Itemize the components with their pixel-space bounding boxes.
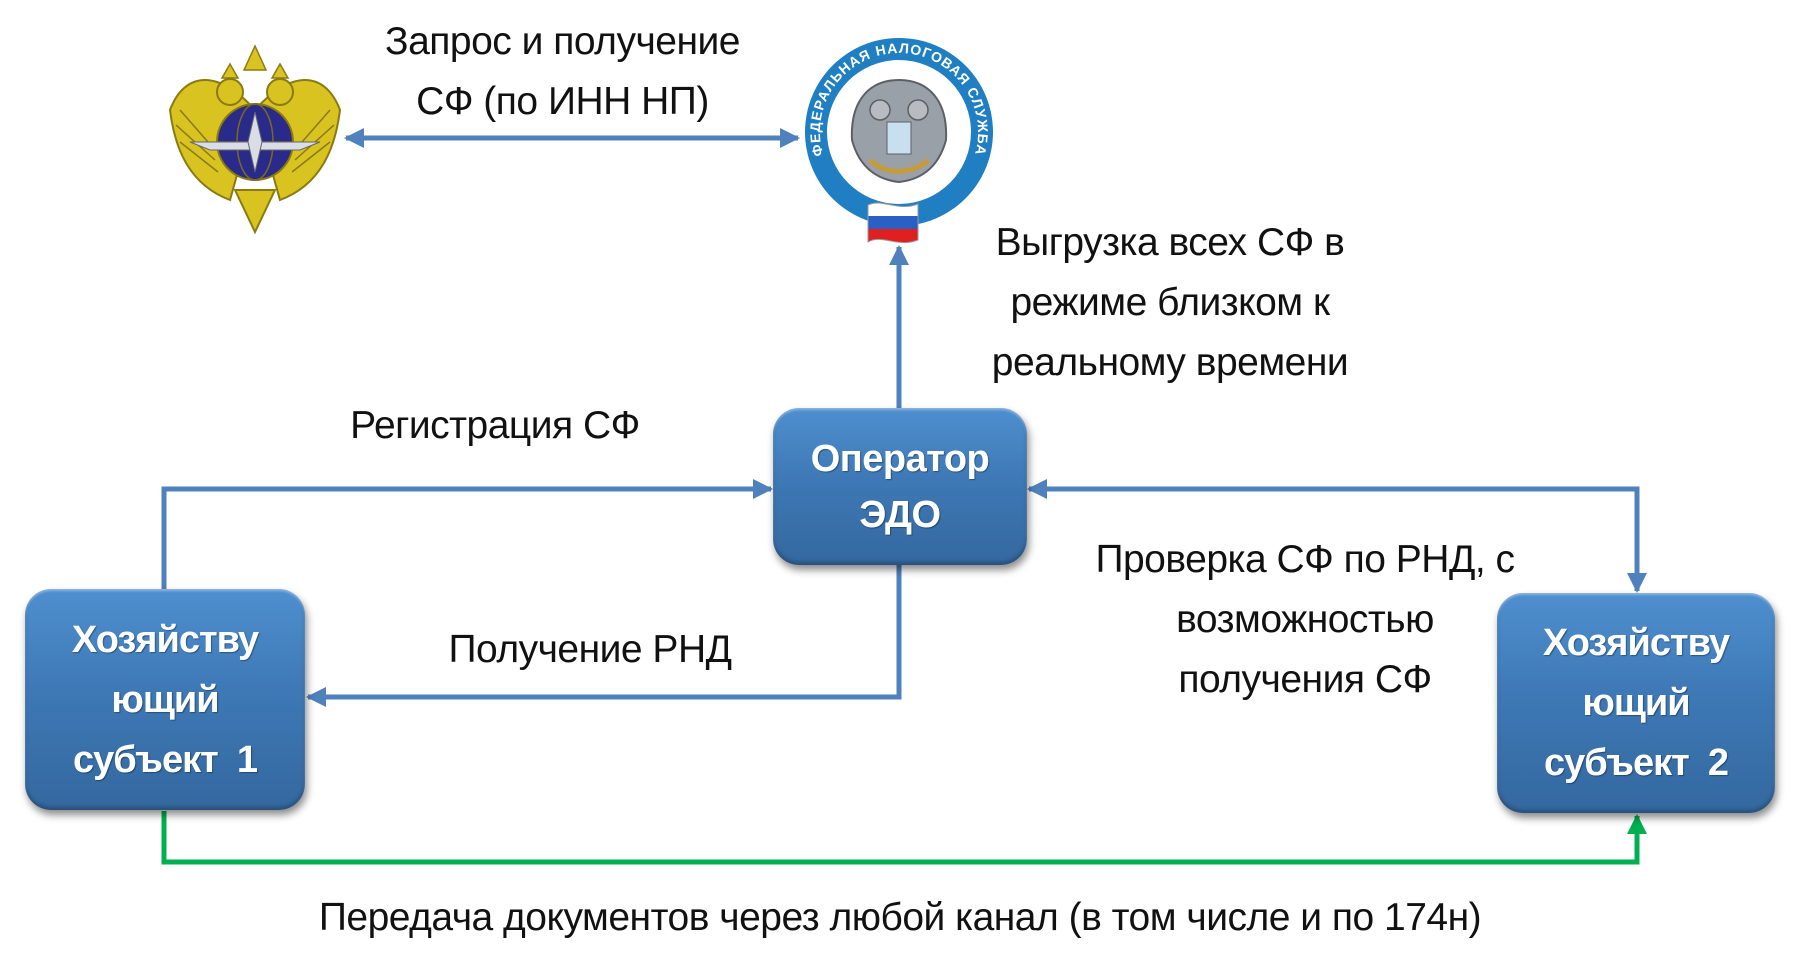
ministry-emblem-icon <box>168 44 342 235</box>
node-label-line: ющий <box>1582 682 1690 724</box>
request-label-line: Запрос и получение <box>385 20 740 63</box>
node-label-line: ющий <box>111 678 219 721</box>
node-label-line: ЭДО <box>859 493 941 536</box>
check-label-line: получения СФ <box>1178 658 1432 701</box>
node-label-line: субъект 2 <box>1544 742 1729 784</box>
upload-label-line: реальному времени <box>991 341 1349 384</box>
rnd-arrow <box>306 565 902 707</box>
check-arrow <box>1027 479 1647 593</box>
node-label-line: Хозяйству <box>71 618 259 661</box>
check-label-line: Проверка СФ по РНД, с <box>1095 538 1515 581</box>
transfer-label-line: Передача документов через любой канал (в… <box>318 896 1482 939</box>
operator-edo-node[interactable]: Оператор ЭДО <box>773 408 1027 565</box>
fns-emblem-icon: ФЕДЕРАЛЬНАЯ НАЛОГОВАЯ СЛУЖБА <box>805 38 993 244</box>
entity-2-node[interactable]: Хозяйству ющий субъект 2 <box>1497 593 1775 813</box>
registration-arrow <box>161 479 773 590</box>
check-label: Проверка СФ по РНД, с возможностью получ… <box>1055 530 1555 710</box>
entity-1-node[interactable]: Хозяйству ющий субъект 1 <box>25 589 305 810</box>
node-label-line: Хозяйству <box>1542 622 1730 664</box>
request-label-line: СФ (по ИНН НП) <box>416 80 709 123</box>
upload-label-line: Выгрузка всех СФ в <box>995 221 1345 264</box>
registration-label-line: Регистрация СФ <box>350 404 640 447</box>
upload-label-line: режиме близком к <box>1010 281 1330 324</box>
rnd-label-line: Получение РНД <box>448 628 732 671</box>
request-label: Запрос и получение СФ (по ИНН НП) <box>350 12 775 132</box>
registration-label: Регистрация СФ <box>315 396 675 456</box>
upload-label: Выгрузка всех СФ в режиме близком к реал… <box>950 213 1390 393</box>
node-label-line: субъект 1 <box>73 738 258 781</box>
transfer-label: Передача документов через любой канал (в… <box>150 888 1650 948</box>
node-label-line: Оператор <box>810 437 990 480</box>
transfer-arrow <box>161 811 1647 865</box>
check-label-line: возможностью <box>1176 598 1434 641</box>
rnd-label: Получение РНД <box>410 620 770 680</box>
